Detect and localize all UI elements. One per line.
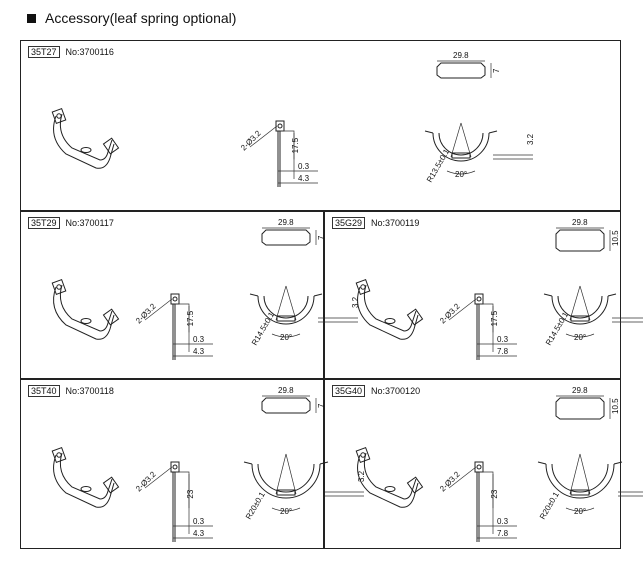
dim-length: 17.5 xyxy=(291,137,300,153)
clip-top-view: 29.87 xyxy=(261,218,326,246)
part-number: No:3700116 xyxy=(65,47,114,57)
clip-side-view: 17.5 0.3 4.3 2-Ø3.2 xyxy=(239,120,318,187)
clip-top-view: 29.87 xyxy=(261,386,326,414)
dim-angle: 20° xyxy=(574,333,586,342)
dim-radius: R14.5±0.1 xyxy=(544,310,570,347)
dim-angle: 20° xyxy=(280,507,292,516)
panel-title: 35G40 No:3700120 xyxy=(332,385,420,397)
dim-thickness: 0.3 xyxy=(193,517,205,526)
heading-text: Accessory(leaf spring optional) xyxy=(45,10,237,26)
dim-width: 29.8 xyxy=(572,218,588,227)
dim-length: 23 xyxy=(186,489,195,498)
dim-hole: 2-Ø3.2 xyxy=(134,301,158,325)
clip-iso-sketch xyxy=(51,108,120,169)
dim-radius: R20±0.1 xyxy=(244,490,267,521)
dim-height: 7 xyxy=(317,403,326,408)
dim-offset: 3.2 xyxy=(351,296,360,308)
part-code: 35T29 xyxy=(28,217,60,229)
dim-angle: 20° xyxy=(455,170,467,179)
dim-base: 4.3 xyxy=(298,174,310,183)
clip-iso-sketch xyxy=(51,447,120,508)
dim-height: 7 xyxy=(317,235,326,240)
panel-title: 35T40 No:3700118 xyxy=(28,385,114,397)
dim-height: 10.5 xyxy=(611,230,620,246)
clip-iso-sketch xyxy=(355,447,424,508)
dim-width: 29.8 xyxy=(453,51,469,60)
dim-angle: 20° xyxy=(280,333,292,342)
dim-offset: 3.2 xyxy=(357,470,366,482)
dim-thickness: 0.3 xyxy=(497,335,509,344)
panel-title: 35T27 No:3700116 xyxy=(28,46,114,58)
clip-top-view: 29.8 10.5 xyxy=(555,386,620,420)
dim-base: 7.8 xyxy=(497,347,509,356)
dim-offset: 3.2 xyxy=(526,133,535,145)
part-code: 35T40 xyxy=(28,385,60,397)
dim-radius: R20±0.1 xyxy=(538,490,561,521)
dim-width: 29.8 xyxy=(572,386,588,395)
part-number: No:3700119 xyxy=(371,218,420,228)
dim-base: 4.3 xyxy=(193,529,205,538)
dim-width: 29.8 xyxy=(278,218,294,227)
dim-base: 7.8 xyxy=(497,529,509,538)
bullet-square-icon xyxy=(27,13,36,23)
clip-side-view: 17.5 0.3 4.3 2-Ø3.2 xyxy=(134,293,213,360)
dim-radius: R14.5±0.1 xyxy=(250,310,276,347)
dim-width: 29.8 xyxy=(278,386,294,395)
dim-radius: R13.5±0.1 xyxy=(425,147,451,184)
part-number: No:3700118 xyxy=(65,386,114,396)
clip-side-view: 23 0.3 7.8 2-Ø3.2 xyxy=(438,461,517,542)
clip-side-view: 23 0.3 4.3 2-Ø3.2 xyxy=(134,461,213,542)
spec-panel: 35G40 No:3700120 23 0.3 7.8 2-Ø3.2 29.8 10.5 20°… xyxy=(324,379,643,549)
dim-thickness: 0.3 xyxy=(298,162,310,171)
part-number: No:3700120 xyxy=(371,386,421,396)
dim-hole: 2-Ø3.2 xyxy=(438,301,462,325)
dim-length: 23 xyxy=(490,489,499,498)
part-number: No:3700117 xyxy=(65,218,114,228)
dim-angle: 20° xyxy=(574,507,586,516)
dim-length: 17.5 xyxy=(490,310,499,326)
clip-iso-sketch xyxy=(355,279,424,340)
dim-thickness: 0.3 xyxy=(497,517,509,526)
dim-length: 17.5 xyxy=(186,310,195,326)
dim-base: 4.3 xyxy=(193,347,205,356)
part-code: 35T27 xyxy=(28,46,60,58)
clip-side-view: 17.5 0.3 7.8 2-Ø3.2 xyxy=(438,293,517,360)
clip-top-view: 29.87 xyxy=(436,51,501,79)
page-heading: Accessory(leaf spring optional) xyxy=(27,10,236,26)
part-code: 35G29 xyxy=(332,217,366,229)
clip-iso-sketch xyxy=(51,279,120,340)
dim-hole: 2-Ø3.2 xyxy=(134,469,158,493)
dim-thickness: 0.3 xyxy=(193,335,205,344)
dim-hole: 2-Ø3.2 xyxy=(239,128,263,152)
dim-height: 7 xyxy=(492,68,501,73)
dim-hole: 2-Ø3.2 xyxy=(438,469,462,493)
part-code: 35G40 xyxy=(332,385,366,397)
clip-top-view: 29.8 10.5 xyxy=(555,218,620,252)
dim-height: 10.5 xyxy=(611,398,620,414)
panel-title: 35G29 No:3700119 xyxy=(332,217,419,229)
panel-title: 35T29 No:3700117 xyxy=(28,217,114,229)
